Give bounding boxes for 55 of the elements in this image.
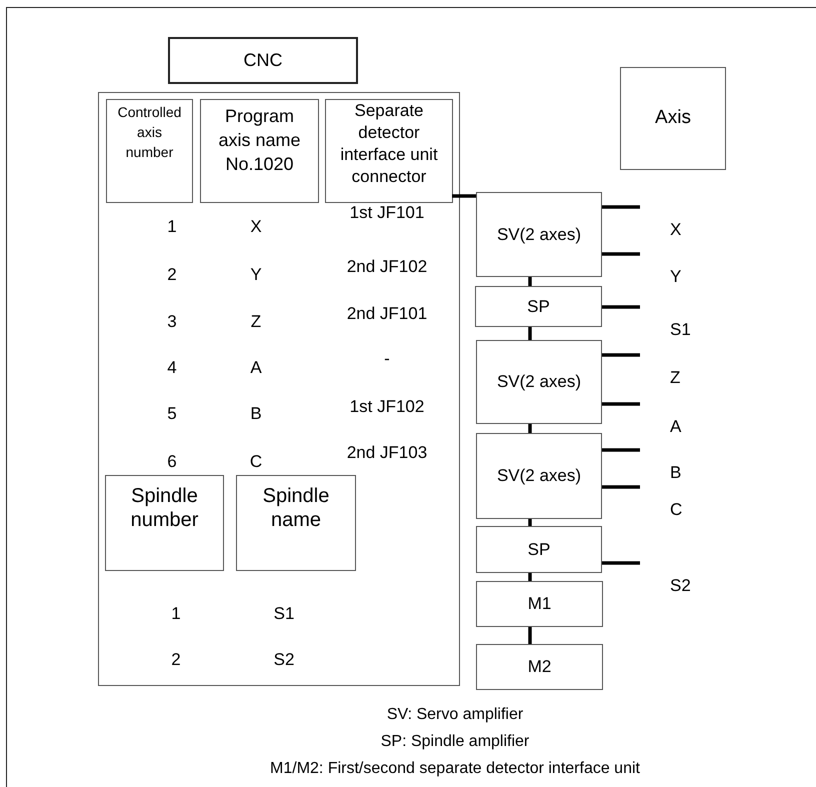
amplifier-box: M1 <box>476 581 603 627</box>
column-header-box: Spindle number <box>105 475 224 571</box>
table-value: 1 <box>171 603 181 625</box>
table-value: 3 <box>167 311 177 333</box>
table-value: 1 <box>167 216 177 238</box>
note-text: M1/M2: First/second separate detector interface unit <box>270 759 640 779</box>
table-value: Y <box>250 264 262 286</box>
table-value: S2 <box>274 649 294 671</box>
connection-line <box>602 305 640 309</box>
table-value: 2nd JF103 <box>346 442 428 464</box>
connection-line <box>528 277 532 286</box>
connection-line <box>602 252 640 256</box>
table-value: 2 <box>171 649 181 671</box>
connection-line <box>602 485 640 489</box>
connection-line <box>602 205 640 209</box>
table-frame <box>98 92 460 686</box>
unit-box: CNC <box>168 37 358 84</box>
table-value: X <box>250 216 262 238</box>
connection-line <box>528 519 532 526</box>
column-header-box: Program axis name No.1020 <box>200 99 319 203</box>
amplifier-box: SP <box>475 286 602 327</box>
table-value: 6 <box>167 451 177 473</box>
table-value: Z <box>250 311 262 333</box>
unit-box: Axis <box>620 67 726 170</box>
table-value: 4 <box>167 357 177 379</box>
table-value: 2nd JF102 <box>346 256 428 278</box>
column-header-box: Separate detector interface unit connector <box>325 99 453 203</box>
connection-line <box>528 424 532 433</box>
column-header-box: Controlled axis number <box>106 99 193 203</box>
table-value: S1 <box>274 603 294 625</box>
connection-line <box>528 573 532 581</box>
table-value: A <box>250 357 262 379</box>
connection-line <box>528 627 532 644</box>
table-value: 1st JF101 <box>350 202 424 224</box>
table-value: 1st JF102 <box>350 396 424 418</box>
amplifier-box: SV(2 axes) <box>476 340 602 424</box>
table-value: - <box>384 348 390 370</box>
note-text: SP: Spindle amplifier <box>380 732 530 752</box>
amplifier-box: M2 <box>476 644 603 690</box>
amplifier-box: SP <box>476 526 602 573</box>
note-text: SV: Servo amplifier <box>386 705 524 725</box>
amplifier-box: SV(2 axes) <box>476 192 602 277</box>
connection-line <box>528 327 532 340</box>
table-value: B <box>250 403 262 425</box>
connection-line <box>602 353 640 357</box>
table-value: 2nd JF101 <box>346 303 428 325</box>
connection-line <box>602 448 640 452</box>
table-value: C <box>250 451 262 473</box>
column-header-box: Spindle name <box>236 475 356 571</box>
connection-line <box>452 194 476 198</box>
connection-line <box>602 561 640 565</box>
table-value: 5 <box>167 403 177 425</box>
table-value: 2 <box>167 264 177 286</box>
amplifier-box: SV(2 axes) <box>476 433 602 519</box>
connection-line <box>602 402 640 406</box>
